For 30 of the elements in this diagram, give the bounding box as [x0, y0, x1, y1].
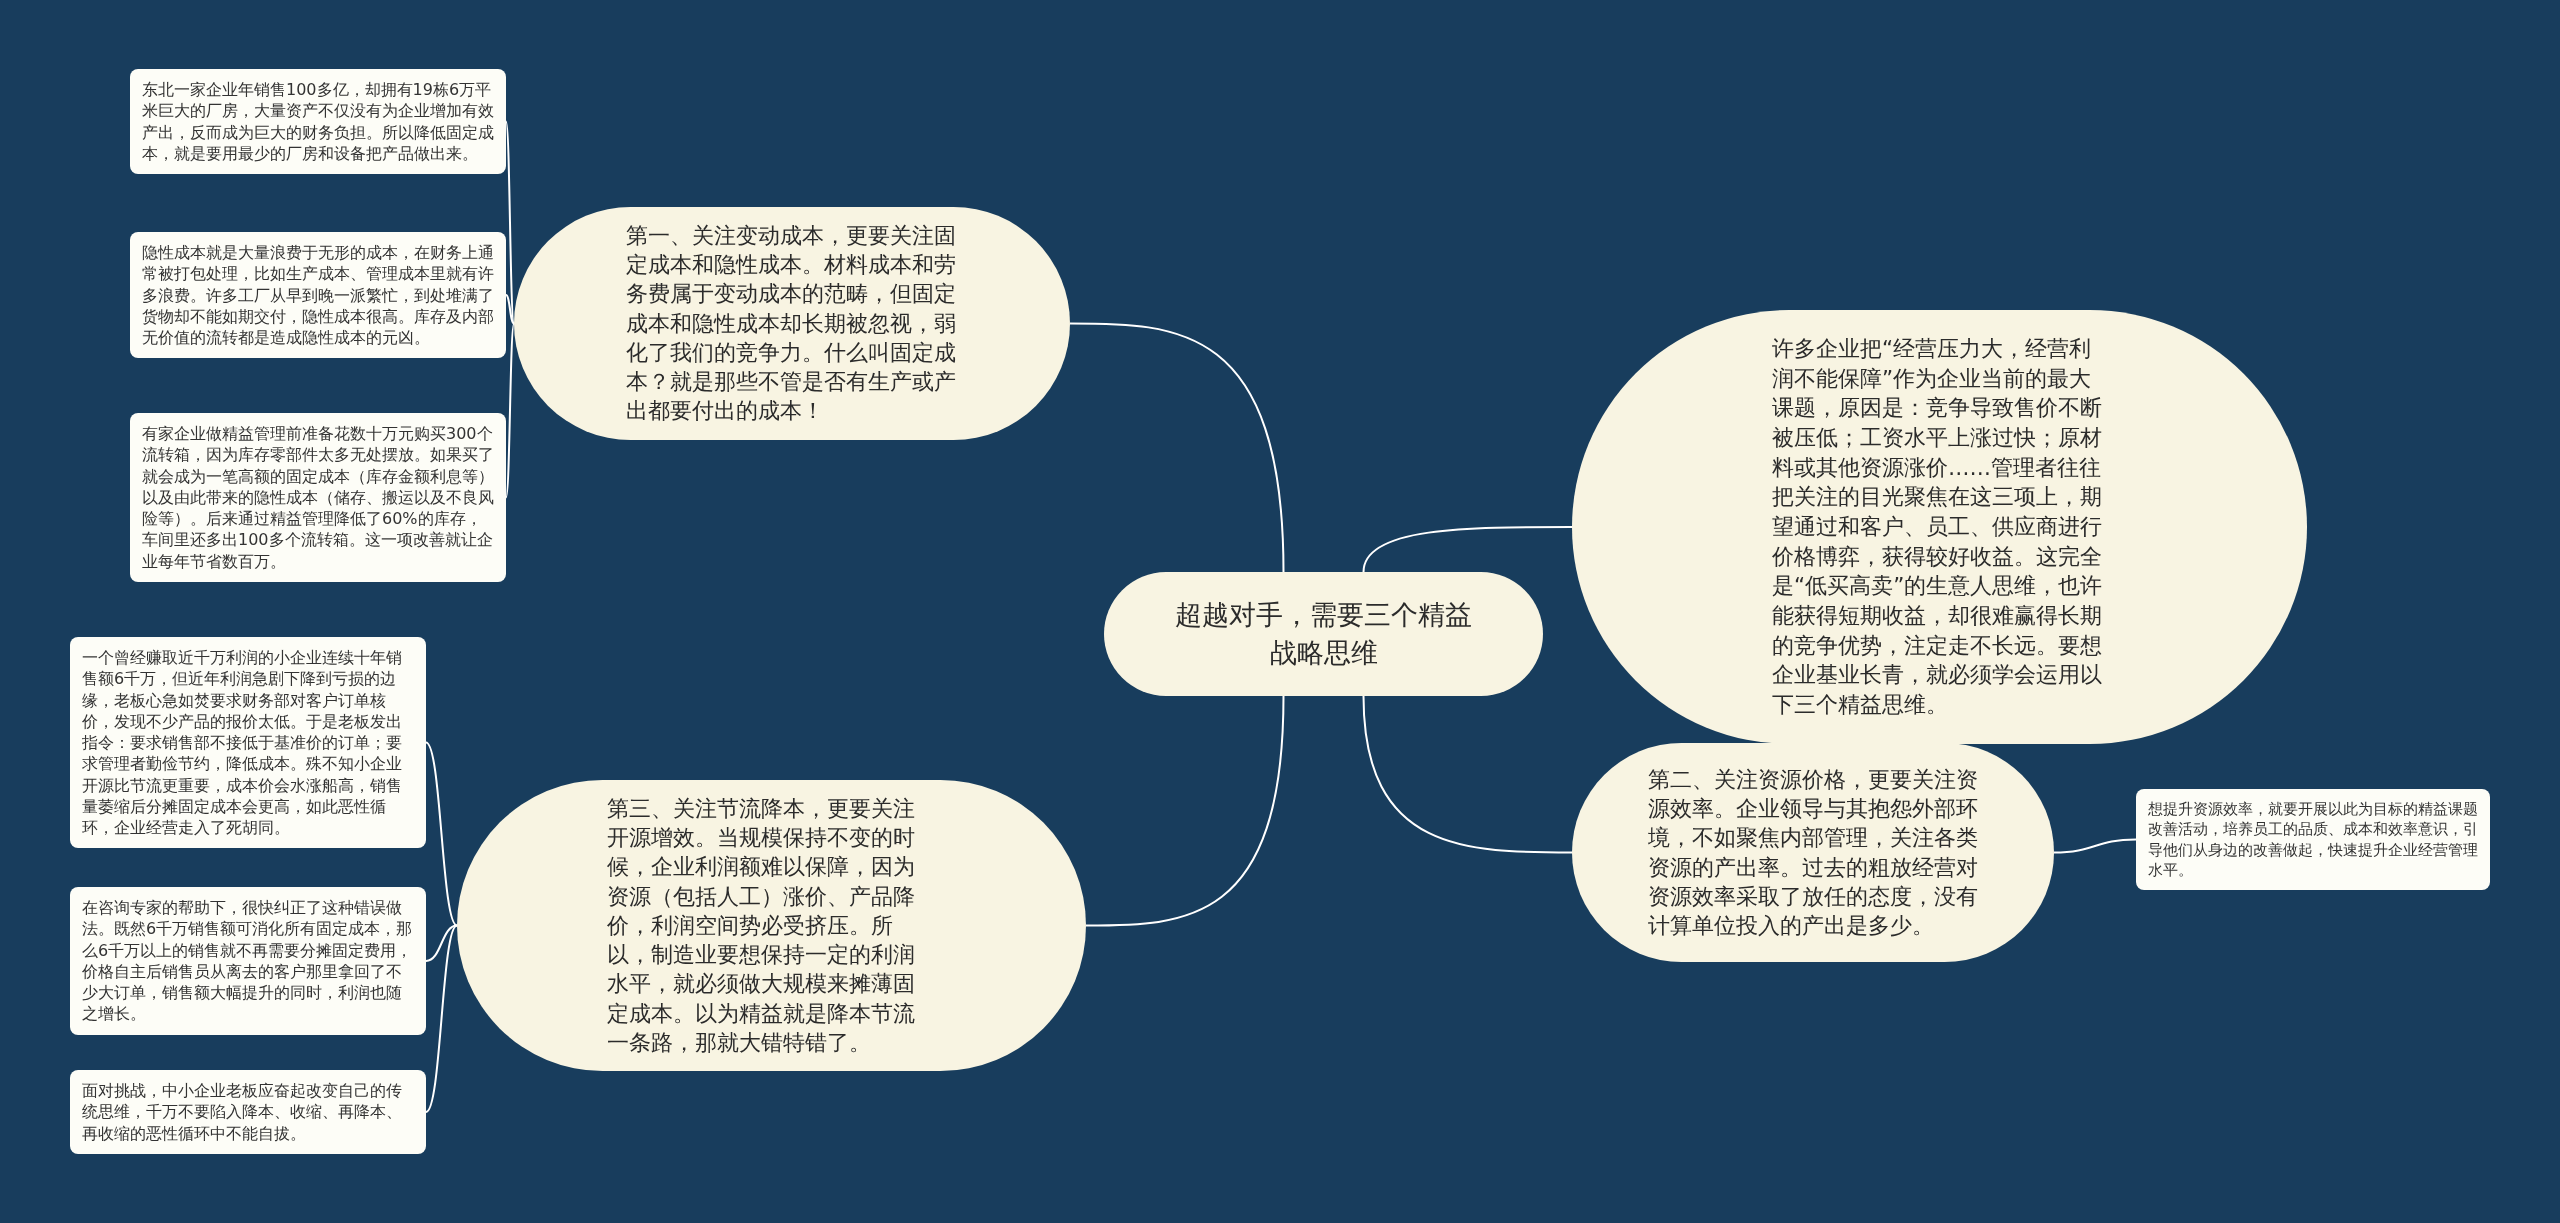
node-text: 在咨询专家的帮助下，很快纠正了这种错误做法。既然6千万销售额可消化所有固定成本，那么6千万以上的销售就不再需要分摊固定费用，价格自主后销售员从离去的客户那里拿回了不少大订单，销售额大幅提升的同时，利润也随之增长。 [82, 897, 414, 1025]
note-card [130, 413, 506, 582]
node-text: 一个曾经赚取近千万利润的小企业连续十年销售额6千万，但近年利润急剧下降到亏损的边缘，老板心急如焚要求财务部对客户订单核价，发现不少产品的报价太低。于是老板发出指令：要求销售部不接低于基准价的订单；要求管理者勤俭节约，降低成本。殊不知小企业开源比节流更重要，成本价会水涨船高，销售量萎缩后分摊固定成本会更高，如此恶性循环，企业经营走入了死胡同。 [82, 647, 403, 839]
note-card [70, 1070, 426, 1154]
note-card [70, 887, 426, 1035]
note-card [70, 637, 426, 849]
node-text: 想提升资源效率，就要开展以此为目标的精益课题改善活动，培养员工的品质、成本和效率意识，引导他们从身边的改善做起，快速提升企业经营管理水平。 [2148, 799, 2478, 880]
connector-line [1362, 526, 1573, 573]
connector-line [505, 322, 515, 499]
connector-line [1362, 695, 1573, 854]
connector-line [425, 741, 458, 927]
connector-line [425, 924, 458, 1113]
note-card [130, 69, 506, 175]
node-text: 隐性成本就是大量浪费于无形的成本，在财务上通常被打包处理，比如生产成本、管理成本里就有许多浪费。许多工厂从早到晚一派繁忙，到处堆满了货物却不能如期交付，隐性成本很高。库存及内部无价值的流转都是造成隐性成本的元凶。 [142, 242, 494, 349]
node-text: 第二、关注资源价格，更要关注资源效率。企业领导与其抱怨外部环境，不如聚焦内部管理，关注各类资源的产出率。过去的粗放经营对资源效率采取了放任的态度，没有计算单位投入的产出是多少。 [1648, 766, 1978, 941]
connector-line [2053, 838, 2137, 854]
node-text: 许多企业把“经营压力大，经营利润不能保障”作为企业当前的最大课题，原因是：竞争导致售价不断被压低；工资水平上涨过快；原材料或其他资源涨价……管理者往往把关注的目光聚焦在这三项上，期望通过和客户、员工、供应商进行价格博弈，获得较好收益。这完全是“低买高卖”的生意人思维，也许能获得短期收益，却很难赢得长期的竞争优势，注定走不长远。要想企业基业长青，就必须学会运用以下三个精益思维。 [1772, 335, 2104, 719]
node-text: 第三、关注节流降本，更要关注开源增效。当规模保持不变的时候，企业利润额难以保障，因为资源（包括人工）涨价、产品降价，利润空间势必受挤压。所以，制造业要想保持一定的利润水平，就必须做大规模来摊薄固定成本。以为精益就是降本节流一条路，那就大错特错了。 [607, 795, 916, 1057]
connector-line [1069, 322, 1285, 573]
node-text: 东北一家企业年销售100多亿，却拥有19栋6万平米巨大的厂房，大量资产不仅没有为企业增加有效产出，反而成为巨大的财务负担。所以降低固定成本，就是要用最少的厂房和设备把产品做出来。 [142, 79, 494, 165]
connector-line [425, 924, 458, 962]
note-card [2136, 789, 2490, 890]
connector-line [1085, 695, 1285, 927]
topic-pill [514, 207, 1070, 440]
node-text: 面对挑战，中小企业老板应奋起改变自己的传统思维，千万不要陷入降本、收缩、再降本、再收缩的恶性循环中不能自拔。 [82, 1080, 403, 1144]
connector-line [505, 294, 515, 325]
note-card [130, 232, 506, 359]
node-text: 有家企业做精益管理前准备花数十万元购买300个流转箱，因为库存零部件太多无处摆放。如果买了就会成为一笔高额的固定成本（库存金额利息等）以及由此带来的隐性成本（储存、搬运以及不良风险等）。后来通过精益管理降低了60%的库存，车间里还多出100多个流转箱。这一项改善就让企业每年节省数百万。 [142, 423, 494, 572]
node-text: 超越对手，需要三个精益战略思维 [1174, 598, 1473, 670]
node-text: 第一、关注变动成本，更要关注固定成本和隐性成本。材料成本和劳务费属于变动成本的范畴，但固定成本和隐性成本却长期被忽视，弱化了我们的竞争力。什么叫固定成本？就是那些不管是否有生产或产出都要付出的成本！ [626, 222, 957, 426]
